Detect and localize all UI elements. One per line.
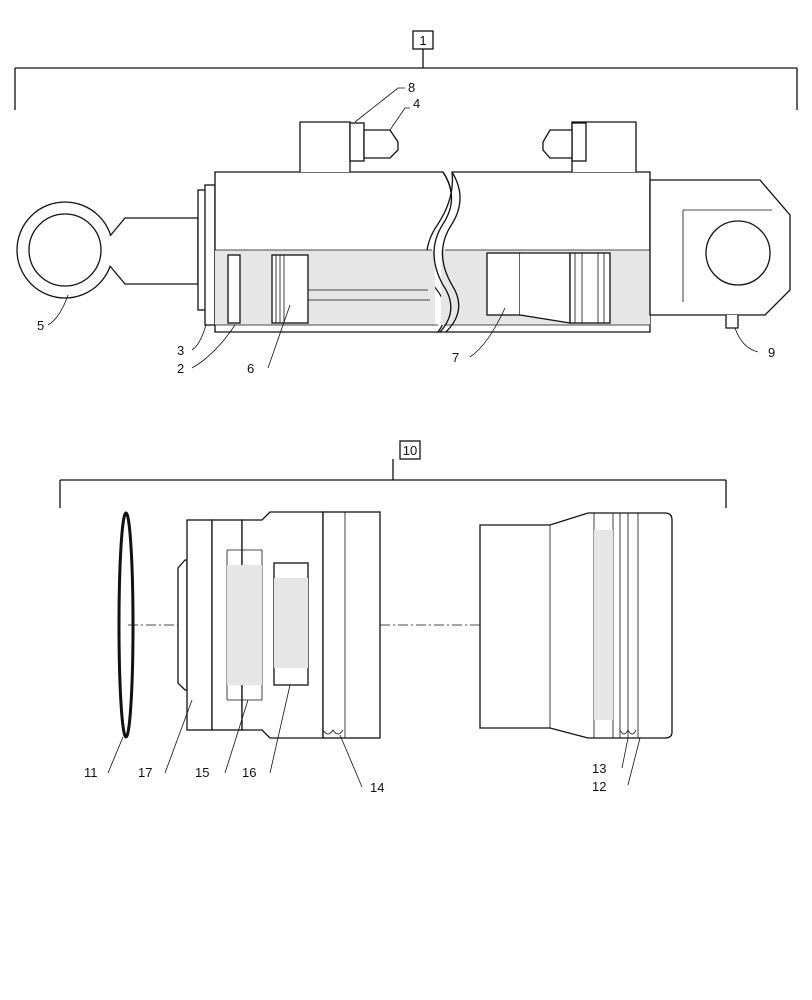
- internal-piston-right-body: [569, 252, 611, 324]
- base-grease-nipple[interactable]: [725, 315, 739, 329]
- leader-8: [354, 87, 405, 123]
- rod-end-shoulder: [109, 217, 199, 285]
- callout-12: 12: [592, 779, 606, 794]
- leader-5: [47, 294, 69, 326]
- callout-3: 3: [177, 343, 184, 358]
- barrel-bore-lines: [215, 249, 650, 326]
- callout-7: 7: [452, 350, 459, 365]
- callout-8: 8: [408, 80, 415, 95]
- gland-head-seal[interactable]: [204, 184, 216, 326]
- break-line-left: [433, 171, 453, 333]
- leader-14: [339, 734, 363, 788]
- leader-3: [191, 324, 207, 351]
- fitting-nut-right[interactable]: [571, 122, 587, 162]
- leader-12: [627, 737, 641, 786]
- internal-piston-left: [271, 254, 309, 324]
- assembly-10-bracket: [59, 459, 727, 508]
- gland-rod-seal-shade: [227, 565, 262, 685]
- callout-9: 9: [768, 345, 775, 360]
- piston-body[interactable]: [479, 512, 673, 739]
- leader-6: [267, 304, 291, 369]
- port-block-left[interactable]: [299, 121, 351, 172]
- grease-fitting-left[interactable]: [363, 129, 399, 159]
- leader-17: [164, 699, 193, 774]
- piston-seal-shade: [594, 530, 613, 720]
- rod-eye-bore[interactable]: [28, 213, 102, 287]
- internal-piston-right: [486, 252, 521, 316]
- barrel-bore-shade-left: [215, 250, 435, 325]
- callout-15: 15: [195, 765, 209, 780]
- leader-9: [734, 327, 759, 353]
- piston-right-grooves: [574, 253, 605, 323]
- internal-piston-taper: [519, 252, 571, 324]
- piston-seal-bumps: [619, 729, 637, 735]
- gland-nose: [177, 559, 188, 691]
- callout-11: 11: [84, 765, 98, 780]
- clevis-inner-edge: [682, 209, 772, 302]
- leader-2: [191, 324, 236, 369]
- callout-14: 14: [370, 780, 384, 795]
- clevis-pin-bore[interactable]: [705, 220, 771, 286]
- grease-fitting-right[interactable]: [542, 129, 573, 159]
- assembly-10-group: 10 11 17 15 16: [59, 440, 727, 795]
- gland-outer-flange[interactable]: [322, 511, 381, 739]
- callout-17: 17: [138, 765, 152, 780]
- piston-left-grooves: [275, 255, 285, 323]
- leader-7: [469, 307, 506, 358]
- callout-6: 6: [247, 361, 254, 376]
- leader-11: [107, 736, 124, 774]
- gland-rod-seal-outline: [226, 549, 263, 701]
- assembly-1-bracket: [14, 49, 798, 110]
- callout-16: 16: [242, 765, 256, 780]
- assembly-1-label: 1: [419, 33, 426, 48]
- break-line-right: [441, 171, 461, 333]
- leader-13: [621, 737, 629, 769]
- assembly-10-label-box[interactable]: [399, 440, 421, 460]
- assembly-1-group: 1: [14, 30, 798, 376]
- callout-2: 2: [177, 361, 184, 376]
- internal-gland-ring: [227, 254, 241, 324]
- leader-4: [389, 107, 410, 131]
- internal-rod-lines: [308, 289, 430, 301]
- callout-13: 13: [592, 761, 606, 776]
- callout-5: 5: [37, 318, 44, 333]
- assembly-10-label: 10: [403, 443, 417, 458]
- leader-15: [224, 699, 249, 774]
- gland-buffer-seal-shade: [274, 578, 308, 668]
- fitting-nut-left[interactable]: [349, 122, 365, 162]
- gland-seal-bumps: [322, 729, 344, 735]
- leader-16: [269, 684, 291, 774]
- callout-4: 4: [413, 96, 420, 111]
- gland-seal-ring[interactable]: [186, 519, 213, 731]
